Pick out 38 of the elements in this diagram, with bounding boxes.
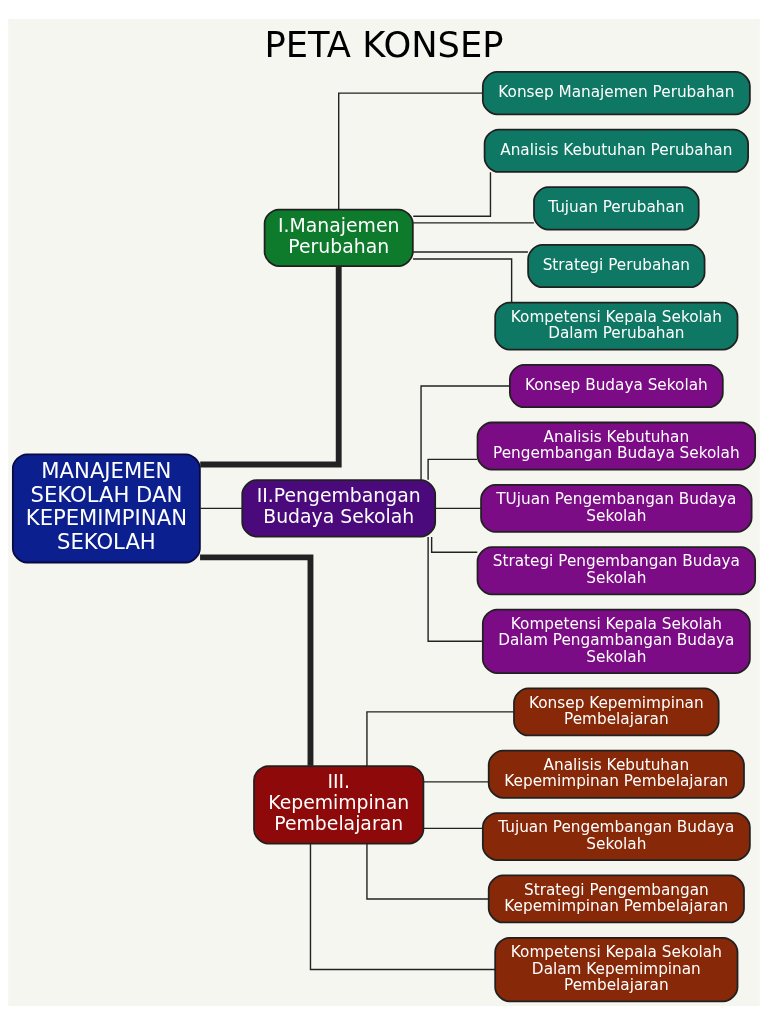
- connector: [420, 384, 511, 481]
- node-box: Analisis Kebutuhan Pengembangan Budaya Sekolah: [476, 421, 757, 470]
- connector: [366, 842, 490, 900]
- connector: [412, 171, 492, 217]
- connector: [338, 91, 484, 210]
- connector: [366, 710, 515, 767]
- node-box: Konsep Kepemimpinan Pembelajaran: [513, 687, 720, 736]
- node-box: Konsep Budaya Sekolah: [509, 363, 724, 408]
- connector: [430, 535, 478, 553]
- node-box: Konsep Manajemen Perubahan: [481, 70, 751, 115]
- node-box: Tujuan Perubahan: [533, 185, 700, 230]
- node-box: Strategi Pengembangan Kepemimpinan Pembelajaran: [487, 874, 745, 923]
- connector: [434, 507, 482, 509]
- connector: [422, 780, 490, 783]
- node-box: TUjuan Pengembangan Budaya Sekolah: [480, 483, 753, 533]
- node-box: Analisis Kebutuhan Kepemimpinan Pembelajaran: [487, 749, 745, 799]
- node-box: Kompetensi Kepala Sekolah Dalam Perubahan: [494, 301, 739, 350]
- connector: [412, 221, 535, 224]
- connector: [200, 265, 342, 467]
- connector: [412, 250, 529, 253]
- connector: [200, 553, 314, 766]
- node-box: Kompetensi Kepala Sekolah Dalam Kepemimpinan Pembelajaran: [494, 936, 739, 1002]
- node-box: I.Manajemen Perubahan: [263, 208, 414, 267]
- node-box: Strategi Pengembangan Budaya Sekolah: [476, 545, 757, 595]
- node-box: Strategi Perubahan: [527, 243, 706, 288]
- connector: [199, 507, 243, 509]
- connector: [427, 535, 484, 642]
- connector: [427, 458, 478, 481]
- node-box: MANAJEMEN SEKOLAH DAN KEPEMIMPINAN SEKOLAH: [11, 452, 201, 563]
- connector: [309, 842, 496, 970]
- connector: [412, 257, 513, 303]
- node-box: Kompetensi Kepala Sekolah Dalam Pengambangan Budaya Sekolah: [481, 608, 751, 674]
- node-box: Analisis Kebutuhan Perubahan: [483, 128, 749, 173]
- diagram-title: PETA KONSEP: [264, 23, 504, 65]
- node-box: II.Pengembangan Budaya Sekolah: [241, 478, 437, 537]
- node-box: Tujuan Pengembangan Budaya Sekolah: [481, 811, 751, 861]
- node-box: III. Kepemimpinan Pembelajaran: [253, 764, 425, 845]
- connector: [422, 827, 484, 829]
